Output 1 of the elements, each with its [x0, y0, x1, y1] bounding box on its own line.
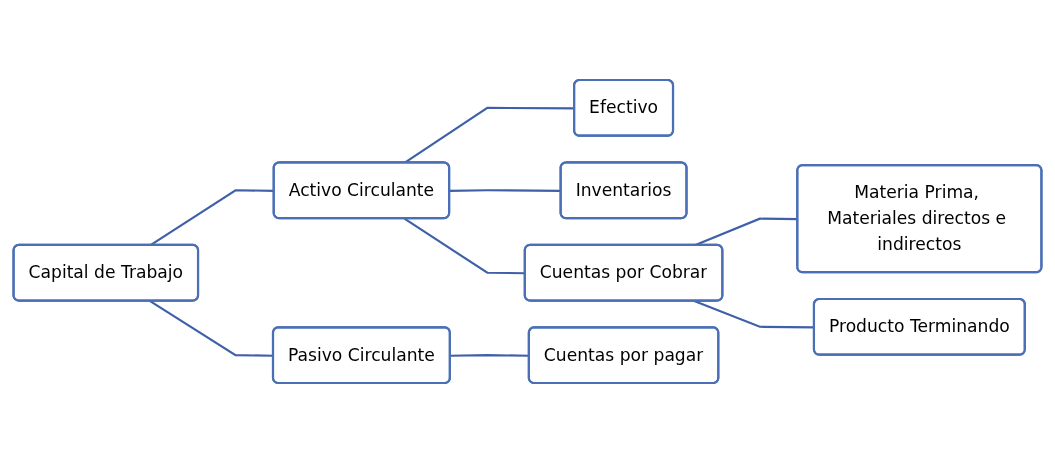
- connector: [149, 300, 274, 357]
